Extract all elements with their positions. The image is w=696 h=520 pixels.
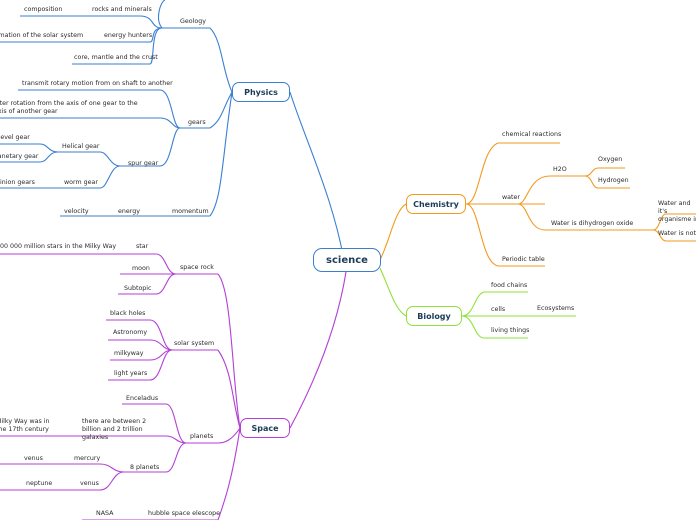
subtopic-energy-hunters[interactable]: energy hunters: [104, 32, 153, 39]
subtopic-alter-rotation[interactable]: alter rotation from the axis of one gear…: [0, 100, 138, 115]
subtopic-ecosystems[interactable]: Ecosystems: [537, 305, 575, 312]
subtopic-energy[interactable]: energy: [118, 208, 140, 215]
subtopic-galaxies[interactable]: there are between 2 billion and 2 trilli…: [82, 418, 147, 441]
subtopic-neptune[interactable]: neptune: [26, 480, 53, 487]
subtopic-transmit[interactable]: transmit rotary motion from on shaft to …: [22, 80, 173, 87]
subtopic-gears[interactable]: gears: [188, 119, 206, 126]
subtopic-planets[interactable]: planets: [190, 433, 214, 440]
subtopic-geology[interactable]: Geology: [180, 18, 206, 25]
subtopic-formation[interactable]: formation of the solar system: [0, 32, 84, 39]
subtopic-dihydrogen-oxide[interactable]: Water is dihydrogen oxide: [551, 220, 634, 227]
subtopic-solar-system[interactable]: solar system: [174, 340, 215, 347]
subtopic-enceladus[interactable]: Enceladus: [126, 395, 159, 402]
subtopic-nasa[interactable]: NASA: [96, 510, 114, 517]
subtopic-bevel-gear[interactable]: Bevel gear: [0, 134, 30, 141]
subtopic-momentum[interactable]: momentum: [172, 208, 209, 215]
subtopic-core-mantle[interactable]: core, mantle and the crust: [74, 54, 158, 61]
root-node[interactable]: science: [313, 248, 381, 272]
subtopic-hydrogen[interactable]: Hydrogen: [598, 177, 629, 184]
subtopic-periodic-table[interactable]: Periodic table: [502, 256, 545, 263]
subtopic-chemical-reactions[interactable]: chemical reactions: [502, 131, 562, 138]
subtopic-milky-way-stars[interactable]: 100 000 million stars in the Milky Way: [0, 243, 117, 250]
subtopic-worm-gear[interactable]: worm gear: [64, 179, 98, 186]
subtopic-water-organisms[interactable]: Water and it's organisme in: [658, 200, 696, 223]
topic-biology[interactable]: Biology: [406, 306, 462, 326]
subtopic-living-things[interactable]: living things: [491, 327, 530, 334]
subtopic-water-not[interactable]: Water is not v: [658, 230, 696, 237]
subtopic-rocks-minerals[interactable]: rocks and minerals: [92, 6, 152, 13]
subtopic-helical-gear[interactable]: Helical gear: [62, 143, 100, 150]
subtopic-h2o[interactable]: H2O: [553, 166, 567, 173]
subtopic-spur-gear[interactable]: spur gear: [128, 160, 159, 167]
subtopic-black-holes[interactable]: black holes: [110, 310, 146, 317]
subtopic-venus-b[interactable]: venus: [80, 480, 99, 487]
subtopic-milky-way-17th-century[interactable]: Milky Way was in the 17th century: [0, 418, 50, 433]
topic-space[interactable]: Space: [240, 418, 290, 438]
topic-chemistry[interactable]: Chemistry: [406, 194, 466, 214]
subtopic-milkyway[interactable]: milkyway: [114, 350, 144, 357]
subtopic-planetary-gear[interactable]: planetary gear: [0, 153, 39, 160]
subtopic-space-rock[interactable]: space rock: [180, 264, 214, 271]
subtopic-subtopic[interactable]: Subtopic: [124, 285, 152, 292]
subtopic-venus-a[interactable]: venus: [24, 455, 43, 462]
subtopic-hubble[interactable]: hubble space elescope: [148, 510, 221, 517]
subtopic-mercury[interactable]: mercury: [74, 455, 101, 462]
subtopic-star[interactable]: star: [136, 243, 149, 250]
subtopic-composition[interactable]: composition: [24, 6, 63, 13]
topic-physics[interactable]: Physics: [232, 82, 290, 102]
subtopic-velocity[interactable]: velocity: [64, 208, 89, 215]
subtopic-water[interactable]: water: [502, 194, 520, 201]
subtopic-cells[interactable]: cells: [491, 306, 506, 313]
subtopic-moon[interactable]: moon: [132, 265, 150, 272]
subtopic-pinion-gears[interactable]: pinion gears: [0, 179, 35, 186]
subtopic-light-years[interactable]: light years: [114, 370, 148, 377]
subtopic-astronomy[interactable]: Astronomy: [113, 329, 148, 336]
subtopic-oxygen[interactable]: Oxygen: [598, 156, 623, 163]
subtopic-8-planets[interactable]: 8 planets: [130, 464, 160, 471]
subtopic-food-chains[interactable]: food chains: [491, 282, 528, 289]
